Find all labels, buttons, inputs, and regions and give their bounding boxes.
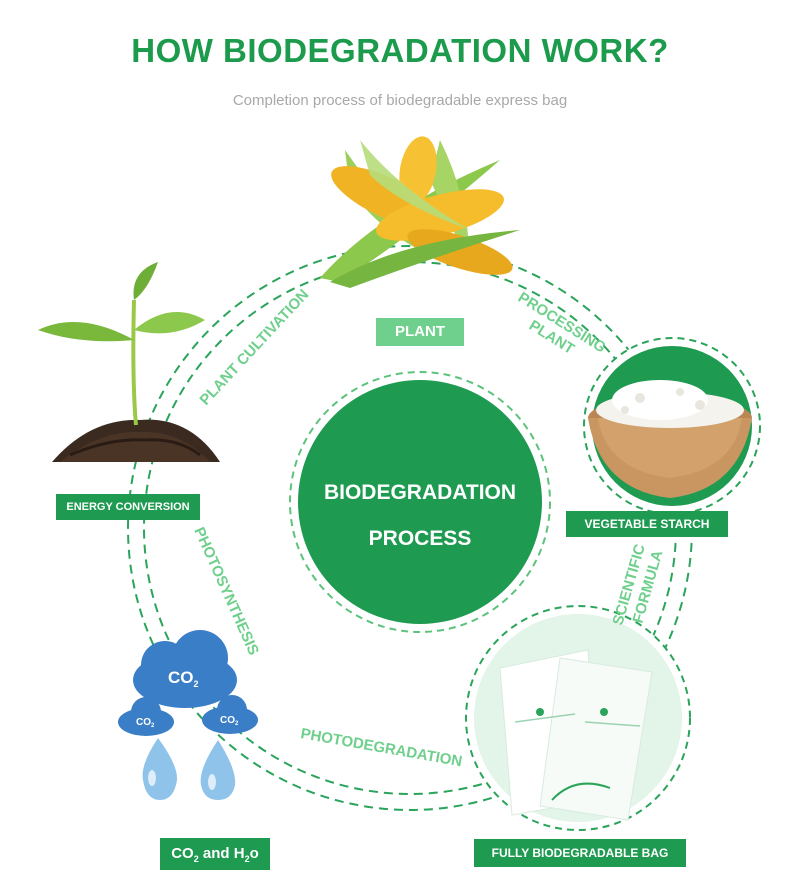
center-circle <box>298 380 542 624</box>
and-h-text: and H <box>198 845 245 862</box>
center-label-line2: PROCESS <box>368 527 472 550</box>
co2-cloud-big-label: CO2 <box>168 668 199 689</box>
biodegradable-bag-icon <box>499 649 653 821</box>
starch-bowl-icon <box>588 380 752 498</box>
co2-text: CO <box>171 845 194 862</box>
stage-label-plant: PLANT <box>376 318 464 346</box>
co2-cloud-small-right-icon <box>202 695 258 734</box>
arc-label-photodegradation: PHOTODEGRADATION <box>299 725 463 770</box>
h2-subscript: 2 <box>244 854 250 864</box>
co2-subscript: 2 <box>193 854 199 864</box>
co2-cloud-small-left-icon <box>118 697 174 736</box>
page-subtitle: Completion process of biodegradable expr… <box>232 92 568 109</box>
stage-label-co2-and-h2o: CO2 and H2o <box>160 838 270 870</box>
water-drop-left-icon <box>142 738 178 800</box>
stage-label-vegetable-starch: VEGETABLE STARCH <box>566 511 728 537</box>
water-drop-right-icon <box>200 740 236 800</box>
sprout-soil-icon <box>38 262 220 462</box>
page-title: HOW BIODEGRADATION WORK? <box>131 32 669 69</box>
corn-icon <box>320 136 520 288</box>
arc-label-plant-cultivation: PLANT CULTIVATION <box>196 286 312 409</box>
co2-cloud-right-label: CO2 <box>220 715 239 727</box>
co2-cloud-big-icon <box>133 630 237 708</box>
o-text: o <box>249 845 259 862</box>
stage-label-energy-conversion: ENERGY CONVERSION <box>56 494 200 520</box>
center-label: BIODEGRADATION PROCESS <box>300 470 540 562</box>
co2-cloud-left-label: CO2 <box>136 717 155 729</box>
center-label-line1: BIODEGRADATION <box>323 481 517 504</box>
stage-label-fully-biodegradable-bag: FULLY BIODEGRADABLE BAG <box>474 839 686 867</box>
center-dashed-ring <box>289 371 551 633</box>
